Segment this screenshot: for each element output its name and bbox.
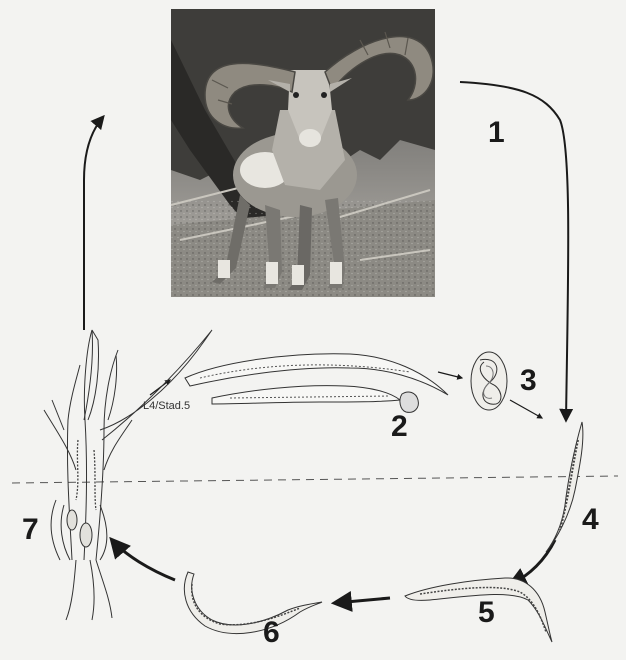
stage-label-1: 1: [488, 118, 505, 148]
adult-worms: [185, 354, 448, 413]
stage-label-3: 3: [520, 366, 537, 396]
stage-label-6: 6: [263, 618, 280, 648]
arrow-3-to-4: [510, 400, 542, 418]
larva-stage-six: [184, 572, 322, 634]
larva-stage-label: L4/Stad.5: [143, 400, 190, 412]
stage-label-4: 4: [582, 505, 599, 535]
arrow-6-to-7: [112, 540, 175, 580]
arrow-5-to-6: [335, 598, 390, 603]
stage-label-2: 2: [391, 412, 408, 442]
arrow-4-to-5: [510, 540, 555, 585]
first-stage-larva: [546, 422, 583, 552]
arrow-2-to-3: [438, 372, 462, 378]
coiled-larva: [471, 352, 507, 410]
stage-label-7: 7: [22, 515, 39, 545]
arrow-larva-to-grass: [150, 380, 170, 395]
mouflon-photo: [171, 9, 435, 297]
arrow-grass-to-host: [84, 117, 103, 330]
stage-label-5: 5: [478, 598, 495, 628]
